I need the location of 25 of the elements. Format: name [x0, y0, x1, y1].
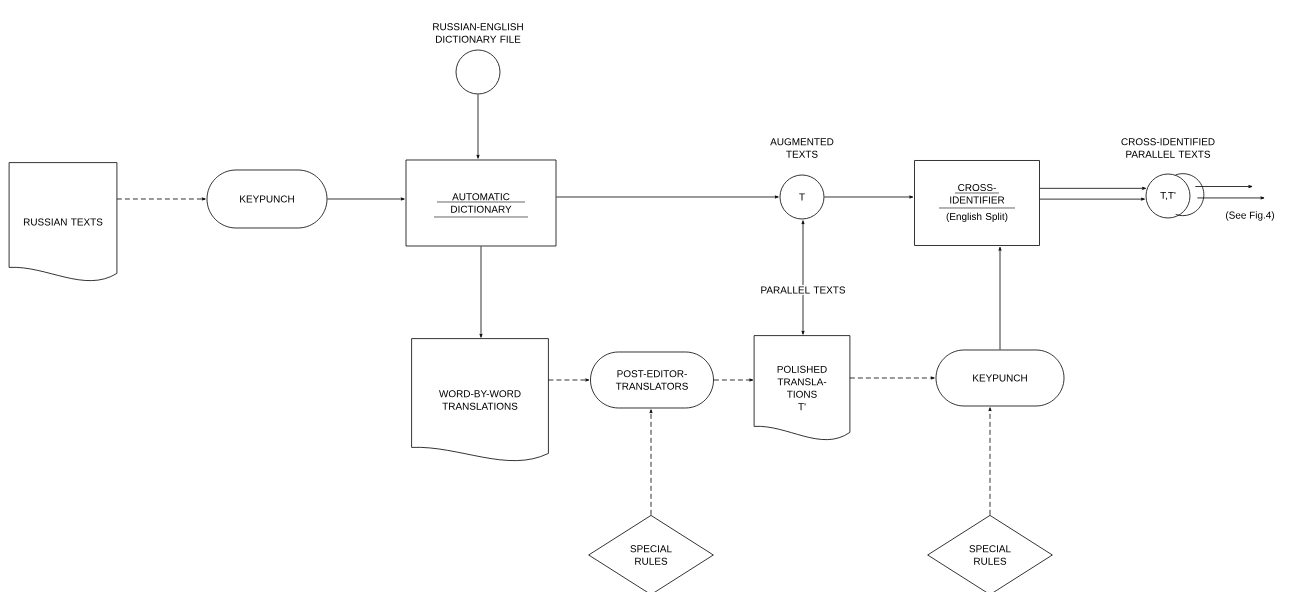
heading-text: CROSS-IDENTIFIED PARALLEL TEXTS — [1121, 138, 1215, 158]
arrow — [327, 197, 405, 201]
process-box: CROSS-IDENTIFIER (English Split) — [914, 160, 1040, 246]
heading-text: AUGMENTED TEXTS — [770, 138, 834, 158]
arrow — [1039, 197, 1145, 201]
arrow — [116, 197, 206, 201]
arrow — [849, 376, 935, 380]
arrow — [988, 407, 992, 516]
arrow — [1196, 196, 1265, 200]
arrow — [801, 220, 805, 286]
text-label: PARALLEL TEXTS — [761, 286, 846, 294]
note-text: (See Fig.4) — [1226, 211, 1274, 221]
arrow — [801, 294, 805, 335]
arrow — [649, 409, 653, 516]
arrow — [548, 378, 590, 382]
arrow — [476, 94, 480, 159]
arrow — [824, 195, 914, 199]
arrow — [1194, 185, 1253, 189]
process-box: AUTOMATIC DICTIONARY — [405, 159, 557, 247]
arrow — [556, 195, 779, 199]
arrow — [998, 246, 1002, 350]
heading-text: RUSSIAN-ENGLISH DICTIONARY FILE — [433, 23, 523, 43]
arrow — [1039, 186, 1147, 190]
arrow — [479, 246, 483, 338]
arrow — [713, 378, 754, 382]
